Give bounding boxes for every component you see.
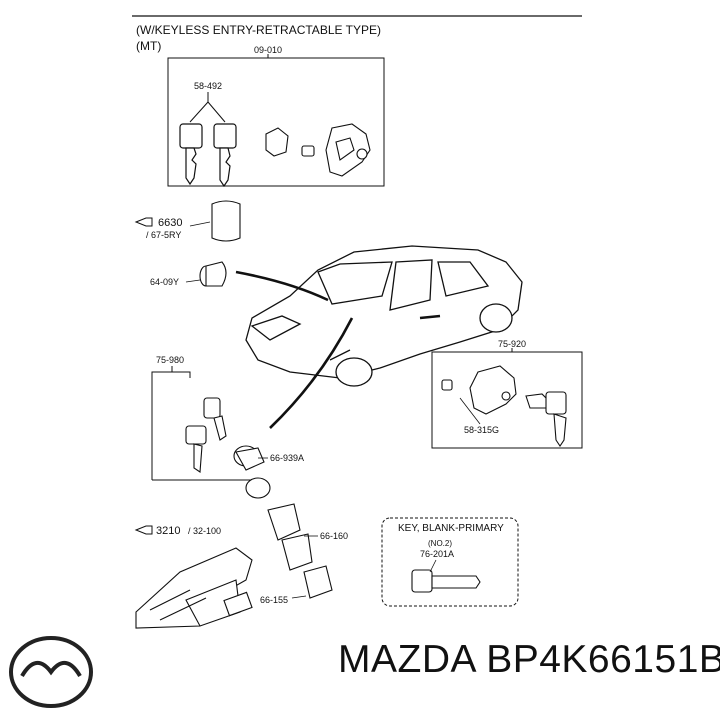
label-67-5ry: / 67-5RY: [146, 230, 182, 240]
cylinder-part-icon: [199, 261, 227, 287]
brand-name: MAZDA: [338, 638, 475, 681]
label-3210: 3210: [156, 525, 181, 537]
footer-brand-part: MAZDA BP4K66151B: [338, 640, 720, 679]
reference-hand-icon: [134, 525, 153, 535]
group-box-75-920: [431, 351, 583, 449]
mazda-logo-icon: [9, 636, 93, 708]
group-box-09-010: [167, 57, 385, 187]
key-box-title: KEY, BLANK-PRIMARY: [398, 523, 504, 534]
part-number: BP4K66151B: [486, 638, 720, 681]
key-blank-box: [381, 517, 519, 607]
group-bracket-75-980: [151, 366, 254, 481]
label-66-160: 66-160: [320, 531, 349, 541]
label-58-315g: 58-315G: [464, 425, 500, 435]
lock-part-icon: [265, 123, 371, 177]
reference-hand-icon: [134, 217, 153, 227]
key-icon: [179, 123, 237, 188]
label-09-010: 09-010: [254, 45, 283, 55]
steering-column-icon: [135, 547, 253, 629]
label-66-155: 66-155: [260, 595, 289, 605]
label-32-100: / 32-100: [188, 526, 222, 536]
keys-leader: [189, 92, 226, 123]
car-icon: [245, 245, 523, 387]
key-box-number: (NO.2): [428, 539, 452, 548]
label-6630: 6630: [158, 217, 183, 229]
header-line1: (W/KEYLESS ENTRY-RETRACTABLE TYPE): [136, 23, 381, 37]
ignition-key-icon: [185, 397, 227, 473]
pointer-lines: [235, 270, 354, 429]
label-58-492: 58-492: [194, 81, 223, 91]
ignition-switch-icon: [233, 445, 333, 599]
header-line2: (MT): [136, 39, 162, 53]
label-75-980: 75-980: [156, 355, 185, 365]
label-75-920: 75-920: [498, 339, 527, 349]
label-66-939a: 66-939A: [270, 453, 305, 463]
cover-part-icon: [211, 200, 241, 242]
key-box-part: 76-201A: [420, 549, 455, 559]
door-lock-icon: [441, 365, 567, 447]
label-64-09y: 64-09Y: [150, 277, 180, 287]
key-blank-icon: [411, 569, 481, 593]
